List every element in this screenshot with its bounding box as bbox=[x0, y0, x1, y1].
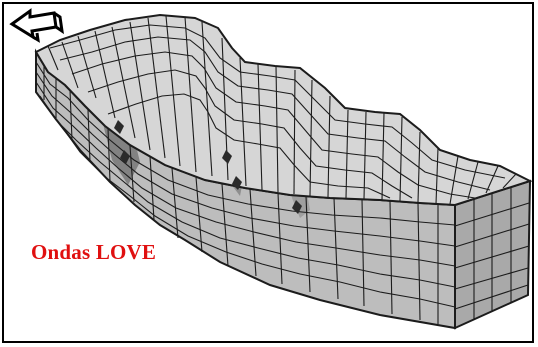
diagram-title: Ondas LOVE bbox=[31, 240, 156, 265]
hollow-arrow-left-icon bbox=[12, 11, 62, 40]
